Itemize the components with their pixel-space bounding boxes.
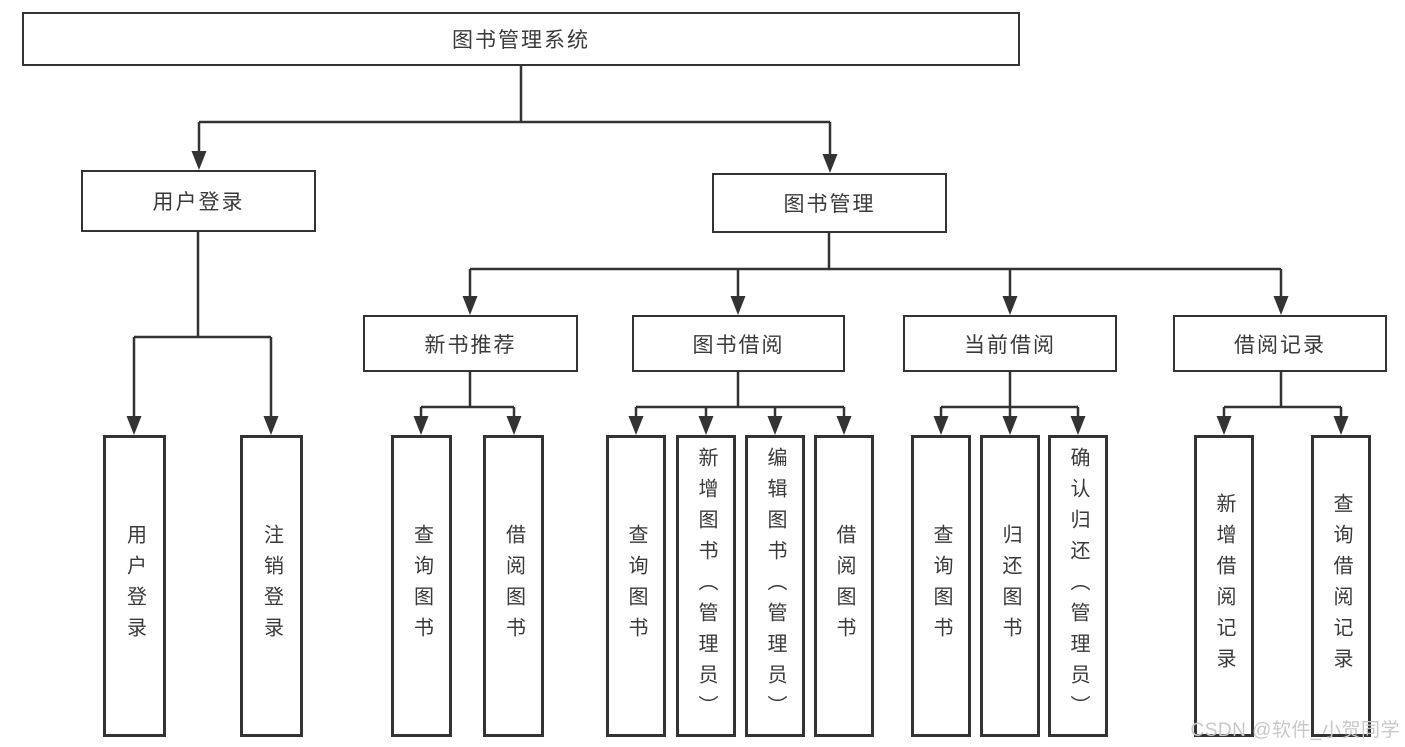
- csdn-watermark: CSDN @软件_小贺同学: [1190, 720, 1400, 741]
- leaf-bb-edit-books-admin-label: 编辑图书（管理员）: [764, 446, 786, 726]
- leaf-user-login-label: 用户登录: [123, 524, 146, 648]
- leaf-bb-borrow-books: 借阅图书: [814, 435, 874, 737]
- leaf-logout-login: 注销登录: [240, 435, 303, 737]
- node-book-management-label: 图书管理: [783, 193, 876, 216]
- leaf-br-query-record-label: 查询借阅记录: [1330, 493, 1352, 679]
- node-new-book-recommend-label: 新书推荐: [424, 333, 517, 357]
- leaf-cb-return-books-label: 归还图书: [999, 524, 1021, 648]
- connector-current-borrow-split: [939, 372, 1080, 428]
- leaf-cb-return-books: 归还图书: [980, 435, 1040, 737]
- connector-borrow-records-split: [1222, 372, 1343, 428]
- leaf-nbr-borrow-books: 借阅图书: [483, 435, 544, 737]
- node-user-login-label: 用户登录: [152, 191, 245, 214]
- leaf-br-add-record-label: 新增借阅记录: [1213, 493, 1235, 679]
- node-current-borrow: 当前借阅: [903, 315, 1117, 372]
- leaf-bb-query-books-label: 查询图书: [625, 524, 647, 648]
- leaf-cb-query-books: 查询图书: [911, 435, 971, 737]
- node-book-management: 图书管理: [712, 173, 947, 233]
- leaf-bb-borrow-books-label: 借阅图书: [833, 524, 855, 648]
- node-root-label: 图书管理系统: [452, 29, 590, 52]
- connector-book-borrow-split: [634, 372, 846, 428]
- leaf-cb-confirm-return-admin-label: 确认归还（管理员）: [1067, 446, 1089, 726]
- leaf-nbr-borrow-books-label: 借阅图书: [502, 524, 525, 648]
- node-book-borrow-label: 图书借阅: [692, 333, 785, 357]
- leaf-bb-query-books: 查询图书: [606, 435, 666, 737]
- node-borrow-records-label: 借阅记录: [1234, 333, 1326, 357]
- leaf-bb-edit-books-admin: 编辑图书（管理员）: [745, 435, 805, 737]
- leaf-bb-add-books-admin: 新增图书（管理员）: [676, 435, 736, 737]
- node-borrow-records: 借阅记录: [1173, 315, 1387, 372]
- node-new-book-recommend: 新书推荐: [363, 315, 578, 372]
- leaf-cb-confirm-return-admin: 确认归还（管理员）: [1048, 435, 1108, 737]
- leaf-nbr-query-books: 查询图书: [391, 435, 452, 737]
- connector-book-mgmt-split: [468, 233, 1283, 308]
- connector-root-split: [197, 66, 832, 165]
- leaf-cb-query-books-label: 查询图书: [930, 524, 952, 648]
- leaf-bb-add-books-admin-label: 新增图书（管理员）: [695, 446, 717, 726]
- node-root: 图书管理系统: [22, 12, 1020, 66]
- node-current-borrow-label: 当前借阅: [964, 333, 1056, 357]
- leaf-logout-login-label: 注销登录: [260, 524, 283, 648]
- leaf-nbr-query-books-label: 查询图书: [410, 524, 433, 648]
- node-user-login: 用户登录: [81, 170, 316, 232]
- connector-user-login-split: [132, 232, 273, 428]
- node-book-borrow: 图书借阅: [632, 315, 845, 372]
- leaf-user-login: 用户登录: [103, 435, 166, 737]
- leaf-br-query-record: 查询借阅记录: [1311, 435, 1371, 737]
- leaf-br-add-record: 新增借阅记录: [1194, 435, 1254, 737]
- connector-new-book-split: [419, 372, 516, 428]
